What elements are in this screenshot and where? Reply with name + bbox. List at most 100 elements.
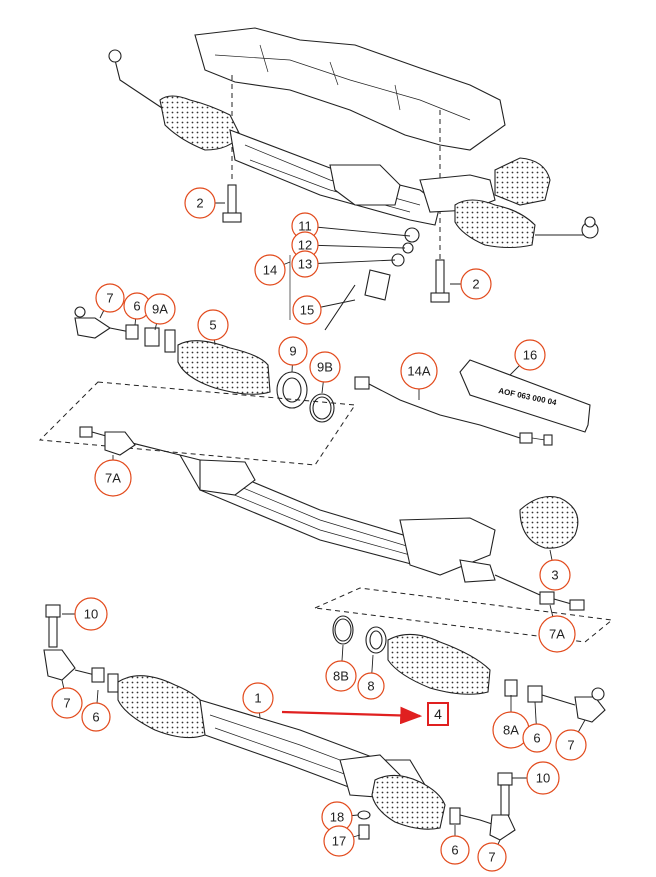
boot-5 <box>177 340 271 395</box>
callout-circle <box>477 842 507 872</box>
callout-16: 16 <box>509 339 546 376</box>
top-cone-boot <box>494 157 551 206</box>
callout-2: 2 <box>450 268 492 300</box>
callout-label: 6 <box>533 731 540 746</box>
callout-12: 12 <box>291 231 406 259</box>
callout-9: 9 <box>278 336 308 373</box>
callout-8: 8 <box>357 654 385 700</box>
callout-10: 10 <box>512 761 560 795</box>
callout-label: 8B <box>333 669 349 684</box>
middle-rack-assembly <box>79 426 585 611</box>
callout-7: 7 <box>477 839 507 872</box>
callout-circle <box>144 293 176 325</box>
leader-line <box>304 244 406 249</box>
bottom-left-boot <box>117 675 209 739</box>
callout-13: 13 <box>291 250 396 278</box>
callout-label: 5 <box>209 318 216 333</box>
callout-circle <box>309 351 341 383</box>
middle-row-parts: AOF 063 000 04 <box>74 306 591 446</box>
callout-label: 13 <box>298 257 312 272</box>
callout-7A: 7A <box>538 604 576 653</box>
callout-circle <box>323 825 355 857</box>
callout-circle <box>51 687 83 719</box>
callout-label: 10 <box>536 771 550 786</box>
callout-label: 7 <box>488 850 495 865</box>
callout-circle <box>74 597 108 631</box>
callout-circle <box>81 702 111 732</box>
callout-circle <box>242 682 274 714</box>
callout-label: 7A <box>549 627 565 642</box>
callout-5: 5 <box>197 309 229 346</box>
callout-6: 6 <box>522 701 552 753</box>
callout-17: 17 <box>323 825 361 857</box>
callout-circle <box>440 835 470 865</box>
callout-6: 6 <box>81 689 111 732</box>
callout-15: 15 <box>292 295 356 325</box>
callout-label: 1 <box>254 691 261 706</box>
callout-6: 6 <box>440 825 470 865</box>
callout-circle <box>400 352 438 390</box>
callout-circle <box>95 283 125 313</box>
heat-shield <box>194 27 506 151</box>
callout-label: 6 <box>92 710 99 725</box>
highlighted-label-4: 4 <box>434 706 442 722</box>
callout-circle <box>526 761 560 795</box>
highlight-box-4 <box>427 702 449 726</box>
callout-circle <box>291 250 319 278</box>
callout-label: 14A <box>407 364 430 379</box>
highlight-arrow <box>281 706 423 725</box>
callout-circle <box>292 295 322 325</box>
callout-11: 11 <box>291 212 411 240</box>
callout-circle <box>94 459 132 497</box>
cone-boot-3 <box>519 495 579 549</box>
callout-label: 7A <box>105 471 121 486</box>
callout-label: 9B <box>317 360 333 375</box>
callout-circle <box>254 254 286 286</box>
callout-8A: 8A <box>492 695 530 749</box>
boot-4 <box>387 633 491 695</box>
bolt-2-left <box>222 184 242 223</box>
callout-label: 10 <box>84 607 98 622</box>
callout-label: 9A <box>152 302 168 317</box>
callout-2: 2 <box>184 187 225 219</box>
callout-label: 8 <box>367 679 374 694</box>
callout-circle <box>278 336 308 366</box>
callout-label: 6 <box>451 843 458 858</box>
top-left-boot <box>159 95 241 151</box>
leader-line <box>304 225 411 237</box>
callout-8B: 8B <box>325 644 357 692</box>
callout-label: 3 <box>551 568 558 583</box>
top-rack-assembly <box>108 27 599 331</box>
top-right-boot <box>454 199 536 249</box>
callout-14A: 14A <box>400 352 438 400</box>
callout-circle <box>325 660 357 692</box>
callout-14: 14 <box>254 254 291 286</box>
callout-circle <box>538 615 576 653</box>
callout-7: 7 <box>555 719 587 761</box>
callout-label: 15 <box>300 303 314 318</box>
callout-label: 7 <box>63 696 70 711</box>
callout-label: 7 <box>567 738 574 753</box>
callout-label: 18 <box>330 810 344 825</box>
callout-9A: 9A <box>144 293 176 331</box>
callout-label: 12 <box>298 238 312 253</box>
callout-label: 16 <box>523 348 537 363</box>
callout-label: 2 <box>472 277 479 292</box>
callout-label: 8A <box>503 723 519 738</box>
callout-circle <box>197 309 229 341</box>
callout-1: 1 <box>242 682 274 719</box>
callout-circle <box>514 339 546 371</box>
callout-label: 2 <box>196 196 203 211</box>
callout-label: 9 <box>289 344 296 359</box>
bottom-right-boot <box>371 774 446 830</box>
dashed-group-box-1 <box>38 381 356 466</box>
callout-label: 7 <box>106 291 113 306</box>
callout-circle <box>357 672 385 700</box>
callout-circle <box>539 559 571 591</box>
callout-3: 3 <box>539 549 571 591</box>
callout-circle <box>555 729 587 761</box>
callout-circle <box>184 187 216 219</box>
callout-label: 6 <box>133 299 140 314</box>
callout-7: 7 <box>95 283 125 319</box>
